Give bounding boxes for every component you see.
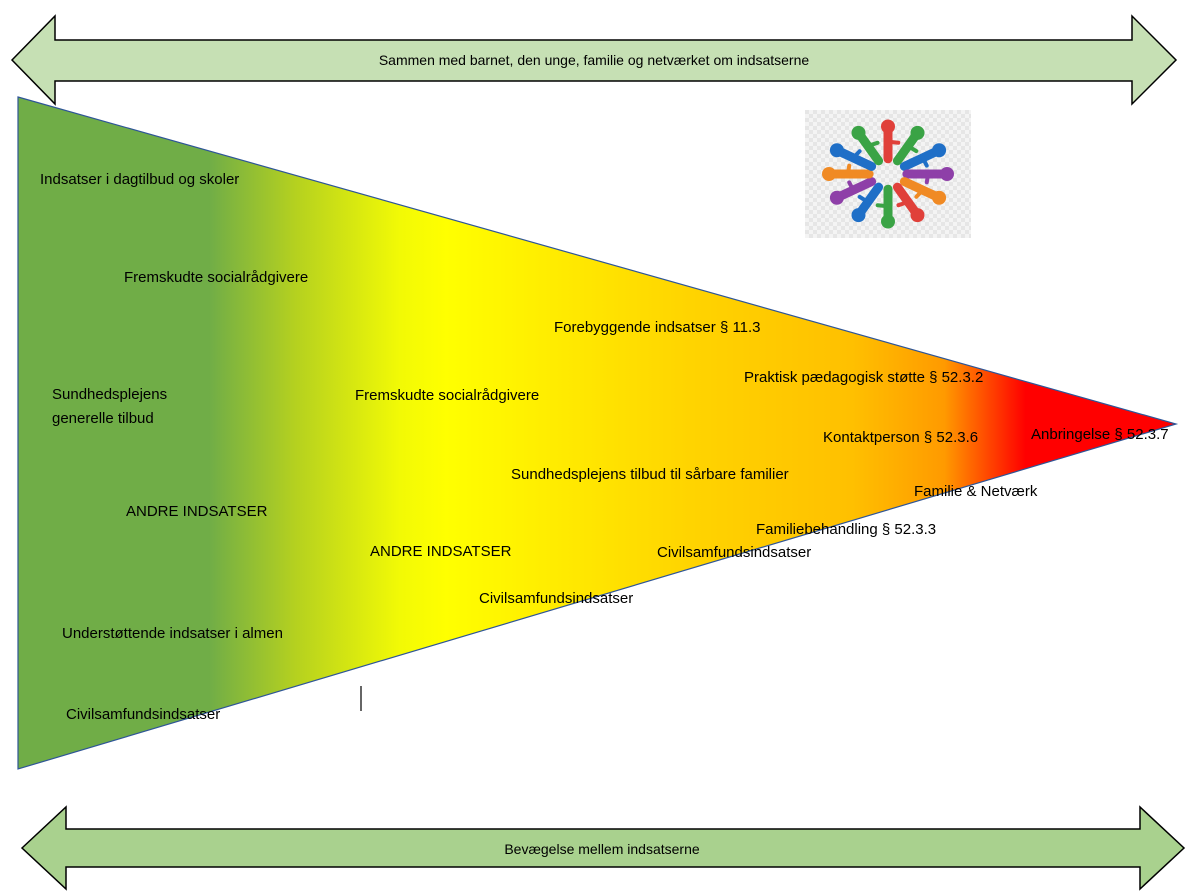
people-circle-icon — [805, 110, 971, 238]
label-civilsamfund-3: Civilsamfundsindsatser — [657, 544, 812, 561]
bottom-arrow-shape — [20, 805, 1186, 891]
top-arrow-shape — [10, 14, 1178, 106]
label-civilsamfund-1: Civilsamfundsindsatser — [66, 706, 221, 723]
top-arrow-label: Sammen med barnet, den unge, familie og … — [378, 52, 810, 68]
label-andre-indsatser-1: ANDRE INDSATSER — [126, 503, 268, 520]
label-forebyggende: Forebyggende indsatser § 11.3 — [554, 319, 761, 336]
bottom-arrow-label: Bevægelse mellem indsatserne — [504, 841, 700, 857]
label-fremskudte-2: Fremskudte socialrådgivere — [355, 387, 540, 404]
label-dagtilbud: Indsatser i dagtilbud og skoler — [40, 171, 240, 188]
label-andre-indsatser-2: ANDRE INDSATSER — [370, 543, 512, 560]
label-familiebehandling: Familiebehandling § 52.3.3 — [756, 521, 937, 538]
label-kontaktperson: Kontaktperson § 52.3.6 — [823, 429, 979, 446]
label-praktisk-paedagogisk: Praktisk pædagogisk støtte § 52.3.2 — [744, 369, 984, 386]
label-understottende: Understøttende indsatser i almen — [62, 625, 283, 642]
funnel-triangle — [17, 96, 1179, 770]
label-sundhedsplejens-generelle: Sundhedsplejens generelle tilbud — [52, 386, 168, 427]
label-anbringelse: Anbringelse § 52.3.7 — [1031, 426, 1169, 443]
label-fremskudte-1: Fremskudte socialrådgivere — [124, 269, 309, 286]
label-civilsamfund-2: Civilsamfundsindsatser — [479, 590, 634, 607]
label-sundhedsplejens-saarbare: Sundhedsplejens tilbud til sårbare famil… — [511, 466, 789, 483]
label-familie-netvaerk: Familie & Netværk — [914, 483, 1038, 500]
